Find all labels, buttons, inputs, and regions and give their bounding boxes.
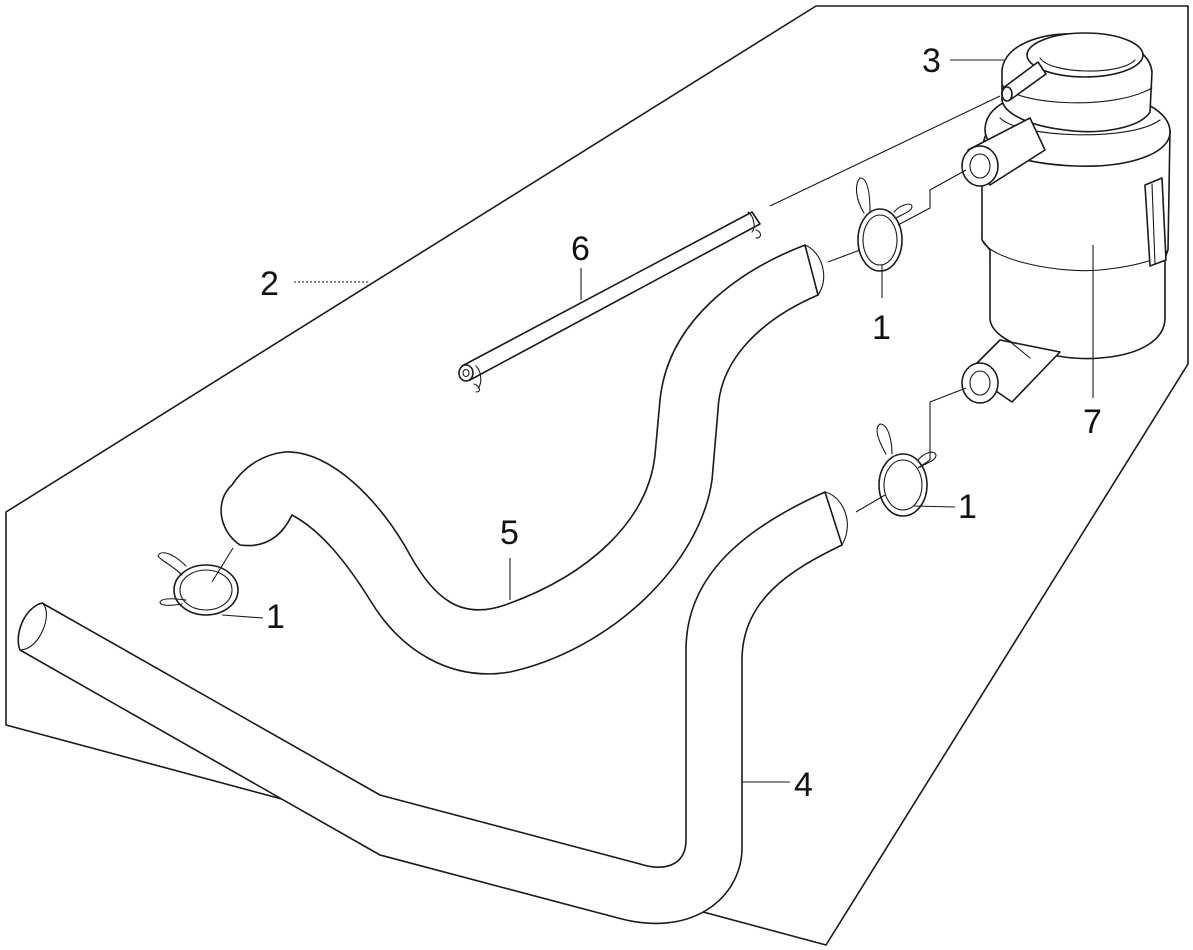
tube-6 (458, 211, 762, 393)
callout-2: 2 (260, 265, 279, 303)
kit-boundary (5, 5, 1189, 946)
callout-7: 7 (1083, 403, 1102, 441)
callout-1-left: 1 (266, 598, 285, 636)
callout-leaders (221, 59, 1094, 783)
clamp-top (855, 177, 913, 272)
clamp-left (157, 552, 239, 616)
callout-4: 4 (794, 766, 813, 804)
separator-7 (961, 32, 1171, 404)
callout-5: 5 (500, 514, 519, 552)
hose-4 (17, 491, 848, 925)
callout-1-right: 1 (958, 488, 977, 526)
callout-6: 6 (571, 230, 590, 268)
callout-1-top: 1 (872, 309, 891, 347)
clamp-right (876, 423, 937, 517)
callout-3: 3 (922, 42, 941, 80)
assembly-lines (211, 95, 1001, 583)
hose-5 (220, 244, 825, 675)
